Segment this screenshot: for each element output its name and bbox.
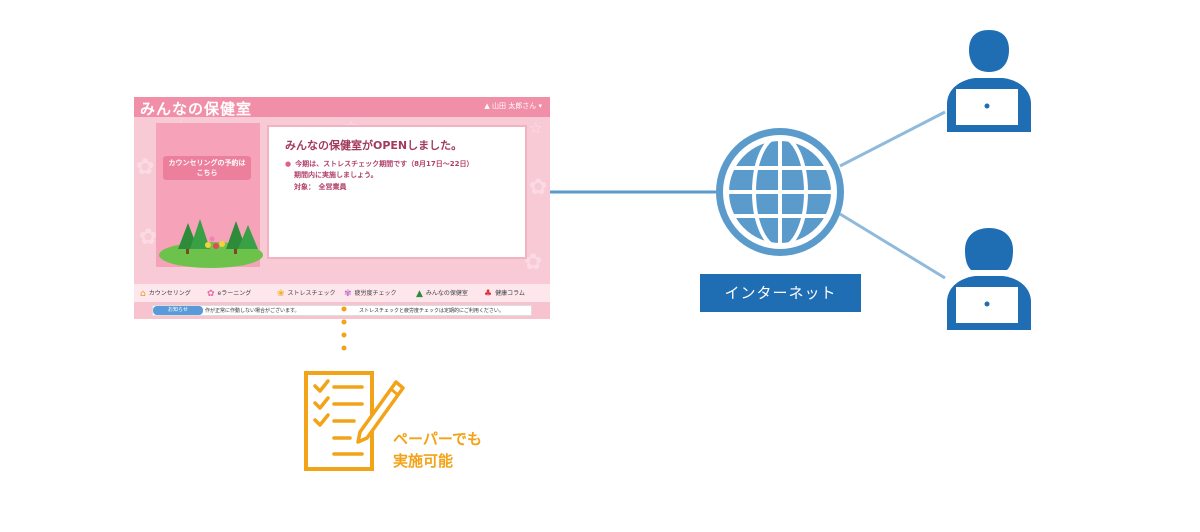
flower-icon: ✿ <box>207 288 215 299</box>
nav-label: 健康コラム <box>495 290 525 297</box>
dotted-connector <box>341 306 347 351</box>
portal-header: みんなの保健室 ▲ 山田 太郎さん ▾ <box>134 97 550 118</box>
internet-to-user1-line <box>839 110 946 168</box>
nav-label: ストレスチェック <box>287 290 336 297</box>
paper-option-label: ペーパーでも 実施可能 <box>393 428 482 472</box>
portal-nav-bar: ⌂カウンセリング ✿eラーニング ❀ストレスチェック ✾疲労度チェック ▲みんな… <box>134 284 550 302</box>
paper-label-line2: 実施可能 <box>393 452 454 470</box>
portal-user-menu[interactable]: ▲ 山田 太郎さん ▾ <box>484 102 542 110</box>
flower-decoration: ✿ <box>529 175 548 200</box>
tulip-icon: ♣ <box>484 288 493 299</box>
nav-item-elearning[interactable]: ✿eラーニング <box>207 288 251 299</box>
user-with-laptop-icon <box>947 228 1031 330</box>
notice-target: 対象： 全営業員 <box>294 183 347 191</box>
notice-panel: みんなの保健室がOPENしました。 今期は、ストレスチェック期間です（8月17日… <box>267 125 527 259</box>
nav-item-stress-check[interactable]: ❀ストレスチェック <box>277 288 336 299</box>
internet-to-user2-line <box>839 212 946 280</box>
portal-title: みんなの保健室 <box>140 100 253 118</box>
info-text: ストレスチェックと疲労度チェックは定期的にご利用ください。 <box>359 308 504 314</box>
nav-item-health-column[interactable]: ♣健康コラム <box>484 288 525 299</box>
flower-decoration: ✿ <box>136 155 155 180</box>
house-icon: ⌂ <box>140 288 146 299</box>
paper-checklist-icon <box>304 371 405 471</box>
user-with-laptop-icon <box>947 30 1031 132</box>
globe-icon <box>716 128 844 256</box>
health-portal-screenshot: みんなの保健室 ▲ 山田 太郎さん ▾ ☆ ☆ ☆ ☆ ☆ ✿ ✿ ✿ ✿ カウ… <box>134 97 550 319</box>
internet-label: インターネット <box>700 274 861 312</box>
tree-icon: ▲ <box>416 288 423 299</box>
forest-scene-illustration <box>159 219 263 268</box>
info-tag: お知らせ <box>153 306 203 315</box>
nav-item-everyone-health-room[interactable]: ▲みんなの保健室 <box>416 288 468 299</box>
notice-instruction: 期間内に実施しましょう。 <box>294 171 378 179</box>
notice-stress-check-period: 今期は、ストレスチェック期間です（8月17日～22日） <box>285 159 473 169</box>
flower-decoration: ✿ <box>524 250 543 275</box>
nav-label: 疲労度チェック <box>354 290 397 297</box>
nav-item-fatigue-check[interactable]: ✾疲労度チェック <box>344 288 397 299</box>
paper-label-line1: ペーパーでも <box>393 430 482 448</box>
counseling-booking-button[interactable]: カウンセリングの予約は こちら <box>163 156 251 180</box>
nav-label: eラーニング <box>217 290 252 297</box>
flower-decoration: ✿ <box>139 225 158 250</box>
star-decoration: ☆ <box>529 119 543 137</box>
booking-label-line1: カウンセリングの予約は <box>168 159 246 167</box>
nav-label: カウンセリング <box>148 290 191 297</box>
butterfly-icon: ✾ <box>344 288 352 299</box>
notice-title: みんなの保健室がOPENしました。 <box>285 139 463 152</box>
sunflower-icon: ❀ <box>277 288 285 299</box>
info-text: 作が正常に作動しない場合がございます。 <box>205 308 300 314</box>
booking-label-line2: こちら <box>196 169 218 177</box>
nav-label: みんなの保健室 <box>425 290 468 297</box>
nav-item-counseling[interactable]: ⌂カウンセリング <box>140 288 191 299</box>
